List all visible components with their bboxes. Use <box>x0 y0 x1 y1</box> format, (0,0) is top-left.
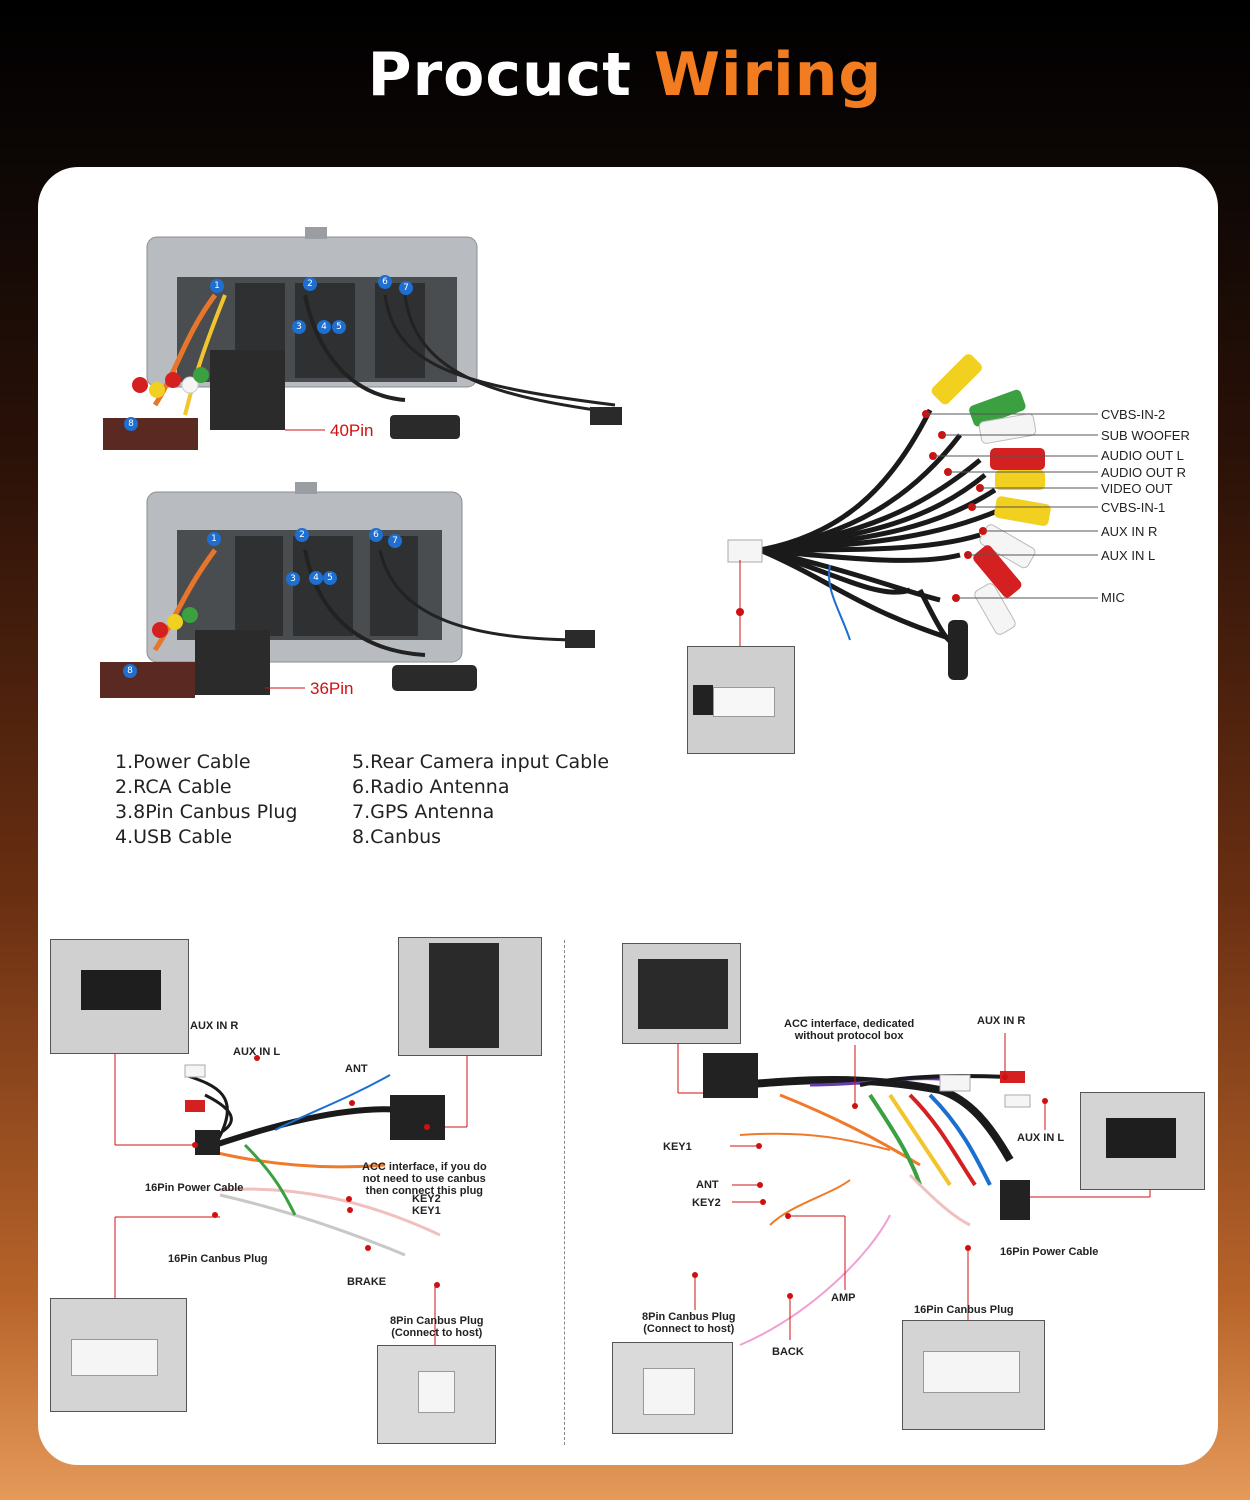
radio-unit-36pin-illustration <box>100 482 595 698</box>
power-cable-connector-photo <box>50 939 189 1054</box>
label-8pin-canbus-plug: 8Pin Canbus Plug(Connect to host) <box>390 1315 484 1339</box>
rca-label-cvbs-in-1: CVBS-IN-1 <box>1101 500 1166 515</box>
badge-8: 8 <box>124 417 138 431</box>
radio-unit-36pin: 36Pin 1 2 3 4 5 6 7 8 <box>95 480 635 710</box>
legend-item: 1.Power Cable <box>115 751 251 773</box>
legend-item: 5.Rear Camera input Cable <box>352 751 610 773</box>
label-key2: KEY2 <box>692 1197 721 1209</box>
badge-4: 4 <box>309 571 323 585</box>
pin-count-label: 40Pin <box>330 421 374 440</box>
label-16pin-canbus-plug: 16Pin Canbus Plug <box>914 1304 1014 1316</box>
label-aux-in-r: AUX IN R <box>977 1015 1026 1027</box>
badge-2: 2 <box>303 277 317 291</box>
rca-label-sub-woofer: SUB WOOFER <box>1101 428 1190 443</box>
label-amp: AMP <box>831 1292 856 1304</box>
label-ant: ANT <box>696 1179 719 1191</box>
canbus-16pin-photo <box>902 1320 1045 1430</box>
label-16pin-canbus-plug: 16Pin Canbus Plug <box>168 1253 268 1265</box>
legend-item: 6.Radio Antenna <box>352 776 510 798</box>
label-key2: KEY2 <box>412 1193 441 1205</box>
rca-label-aux-in-l: AUX IN L <box>1101 548 1156 563</box>
label-aux-in-l: AUX IN L <box>233 1046 281 1058</box>
badge-1: 1 <box>207 532 221 546</box>
canbus-connector-photo-top <box>398 937 542 1056</box>
harness-right-illustration <box>677 1033 1151 1346</box>
badge-2: 2 <box>295 528 309 542</box>
legend-right: 5.Rear Camera input Cable 6.Radio Antenn… <box>352 750 609 850</box>
harness-left-diagram: AUX IN R AUX IN L ANT ACC interface, if … <box>45 935 555 1450</box>
label-16pin-power-cable: 16Pin Power Cable <box>145 1182 244 1194</box>
label-aux-in-l: AUX IN L <box>1017 1132 1065 1144</box>
rca-label-mic: MIC <box>1101 590 1125 605</box>
rca-label-video-out: VIDEO OUT <box>1101 481 1173 496</box>
canbus-connector-photo-top <box>622 943 741 1044</box>
pin-count-label: 36Pin <box>310 679 354 698</box>
badge-3: 3 <box>292 320 306 334</box>
label-brake: BRAKE <box>347 1276 387 1288</box>
rca-label-aux-in-r: AUX IN R <box>1101 524 1158 539</box>
legend-item: 3.8Pin Canbus Plug <box>115 801 298 823</box>
rca-label-audio-out-l: AUDIO OUT L <box>1101 448 1184 463</box>
badge-6: 6 <box>378 275 392 289</box>
rca-cable-diagram: CVBS-IN-2 SUB WOOFER AUDIO OUT L AUDIO O… <box>680 350 1220 760</box>
canbus-8pin-photo <box>612 1342 733 1434</box>
badge-6: 6 <box>369 528 383 542</box>
label-back: BACK <box>772 1346 804 1358</box>
label-16pin-power-cable: 16Pin Power Cable <box>1000 1246 1099 1258</box>
legend-left: 1.Power Cable 2.RCA Cable 3.8Pin Canbus … <box>115 750 297 850</box>
legend-item: 4.USB Cable <box>115 826 233 848</box>
radio-unit-40pin: 40Pin 1 2 3 4 5 6 7 8 <box>95 225 635 455</box>
badge-5: 5 <box>323 571 337 585</box>
legend-item: 8.Canbus <box>352 826 442 848</box>
canbus-8pin-photo <box>377 1345 496 1444</box>
rca-label-audio-out-r: AUDIO OUT R <box>1101 465 1186 480</box>
page-title: Procuct Wiring <box>367 40 883 110</box>
section-divider <box>564 940 565 1445</box>
legend-item: 2.RCA Cable <box>115 776 232 798</box>
badge-7: 7 <box>399 281 413 295</box>
harness-left-illustration <box>114 1052 468 1345</box>
badge-3: 3 <box>286 572 300 586</box>
badge-5: 5 <box>332 320 346 334</box>
badge-4: 4 <box>317 320 331 334</box>
badge-7: 7 <box>388 534 402 548</box>
label-8pin-canbus-plug: 8Pin Canbus Plug(Connect to host) <box>642 1311 736 1335</box>
label-ant: ANT <box>345 1063 368 1075</box>
rca-connector-photo <box>687 646 795 754</box>
badge-1: 1 <box>210 279 224 293</box>
canbus-16pin-photo <box>50 1298 187 1412</box>
label-key1: KEY1 <box>412 1205 441 1217</box>
rca-label-cvbs-in-2: CVBS-IN-2 <box>1101 407 1166 422</box>
badge-8: 8 <box>123 664 137 678</box>
rca-cable-illustration <box>727 354 1098 680</box>
label-aux-in-r: AUX IN R <box>190 1020 239 1032</box>
label-key1: KEY1 <box>663 1141 692 1153</box>
power-cable-connector-photo <box>1080 1092 1205 1190</box>
legend-item: 7.GPS Antenna <box>352 801 495 823</box>
